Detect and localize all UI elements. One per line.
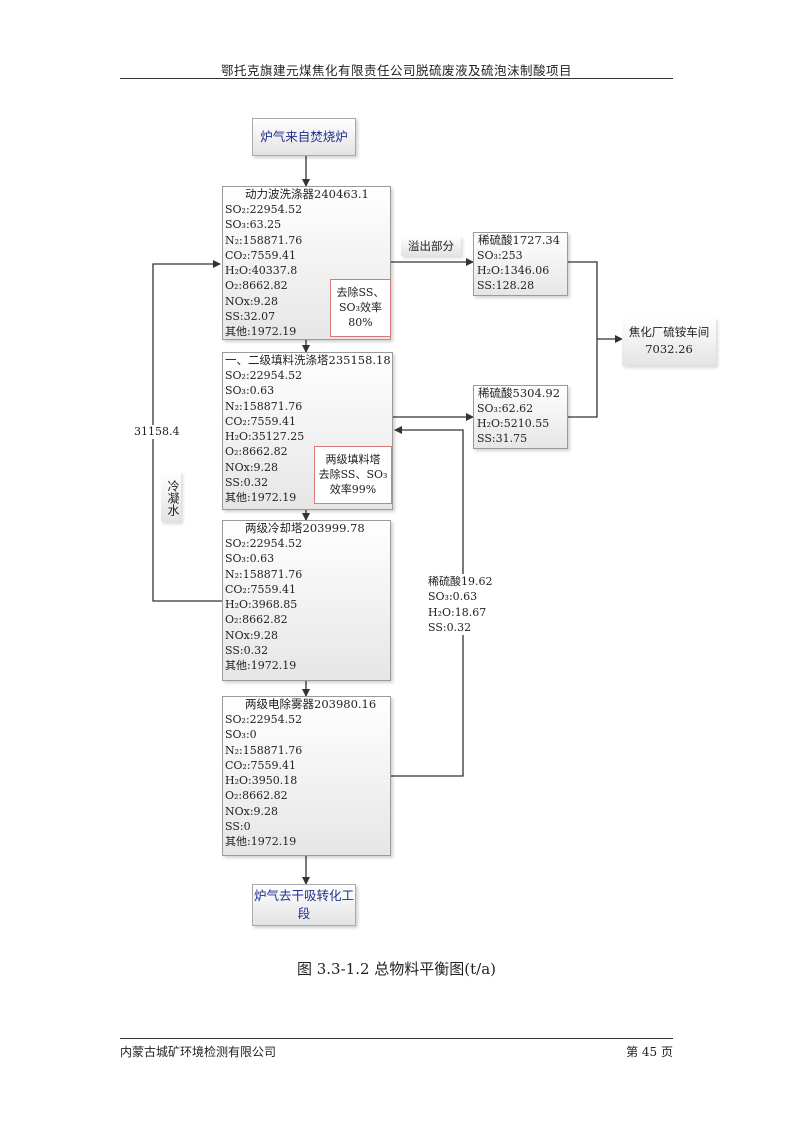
box-title: 一、二级填料洗涤塔235158.18 bbox=[225, 353, 391, 367]
box-line: CO₂:7559.41 bbox=[225, 758, 297, 772]
box-line: CO₂:7559.41 bbox=[225, 248, 297, 262]
footer-company: 内蒙古城矿环境检测有限公司 bbox=[120, 1045, 277, 1059]
figure-caption: 图 3.3-1.2 总物料平衡图(t/a) bbox=[296, 960, 497, 978]
box-line: SO₃:0 bbox=[225, 728, 257, 742]
box-line: N₂:158871.76 bbox=[225, 233, 303, 247]
box-title: 两级电除雾器203980.16 bbox=[245, 697, 377, 711]
box-line: 其他:1972.19 bbox=[225, 491, 297, 505]
dilute-acid-box-2: 稀硫酸5304.92 SO₃:62.62 H₂O:5210.55 SS:31.7… bbox=[473, 385, 568, 449]
box-line: 其他:1972.19 bbox=[225, 325, 297, 339]
side-line: H₂O:5210.55 bbox=[477, 417, 550, 430]
box-line: SS:0 bbox=[225, 820, 251, 834]
acid-merge-line bbox=[568, 261, 598, 418]
box-line: CO₂:7559.41 bbox=[225, 582, 297, 596]
overflow-label: 溢出部分 bbox=[401, 236, 461, 256]
box-line: SO₃:63.25 bbox=[225, 218, 282, 232]
note-line: 去除SS、 bbox=[336, 286, 385, 299]
removal-note-scrubber: 去除SS、 SO₃效率 80% bbox=[330, 279, 391, 337]
condensate-label: 冷凝水 bbox=[161, 472, 181, 522]
removal-note-packed-tower: 两级填料塔 去除SS、SO₃ 效率99% bbox=[314, 446, 392, 504]
end-node-label: 炉气去干吸转化工段 bbox=[253, 888, 354, 921]
box-line: SO₃:0.63 bbox=[225, 384, 275, 398]
recycle-line: SS:0.32 bbox=[428, 620, 472, 634]
box-line: N₂:158871.76 bbox=[225, 567, 303, 581]
box-line: SS:0.32 bbox=[225, 644, 269, 658]
side-line: SO₃:62.62 bbox=[477, 402, 534, 415]
recycle-title: 稀硫酸19.62 bbox=[428, 575, 493, 588]
box-line: SO₃:0.63 bbox=[225, 552, 275, 566]
box-line: O₂:8662.82 bbox=[225, 613, 288, 627]
dilute-acid-box-1: 稀硫酸1727.34 SO₃:253 H₂O:1346.06 SS:128.28 bbox=[473, 232, 568, 296]
process-box-demister: 两级电除雾器203980.16 SO₂:22954.52 SO₃:0 N₂:15… bbox=[222, 696, 391, 856]
end-node: 炉气去干吸转化工段 bbox=[252, 884, 356, 926]
side-line: SS:31.75 bbox=[477, 432, 528, 445]
box-line: NOx:9.28 bbox=[225, 294, 279, 308]
box-line: 其他:1972.19 bbox=[225, 659, 297, 673]
box-line: SO₂:22954.52 bbox=[225, 713, 303, 726]
box-line: NOx:9.28 bbox=[225, 804, 279, 818]
destination-ammonium-workshop: 焦化厂硫铵车间 7032.26 bbox=[622, 318, 716, 366]
box-line: NOx:9.28 bbox=[225, 460, 279, 474]
side-title: 稀硫酸5304.92 bbox=[478, 386, 561, 400]
box-line: CO₂:7559.41 bbox=[225, 414, 297, 428]
process-box-packed-tower: 一、二级填料洗涤塔235158.18 SO₂:22954.52 SO₃:0.63… bbox=[222, 352, 393, 510]
box-line: H₂O:3968.85 bbox=[225, 598, 298, 612]
destination-value: 7032.26 bbox=[645, 342, 693, 356]
footer-page-number: 第 45 页 bbox=[626, 1045, 673, 1059]
note-line: 80% bbox=[348, 316, 373, 329]
box-line: SO₂:22954.52 bbox=[225, 537, 303, 550]
box-line: H₂O:35127.25 bbox=[225, 430, 305, 444]
box-line: N₂:158871.76 bbox=[225, 743, 303, 757]
note-line: 效率99% bbox=[329, 483, 377, 496]
box-line: SO₂:22954.52 bbox=[225, 203, 303, 216]
box-line: H₂O:40337.8 bbox=[225, 264, 298, 278]
recycle-acid-label: 稀硫酸19.62 SO₃:0.63 H₂O:18.67 SS:0.32 bbox=[428, 574, 493, 636]
box-title: 动力波洗涤器240463.1 bbox=[245, 187, 369, 201]
process-box-cooling-tower: 两级冷却塔203999.78 SO₂:22954.52 SO₃:0.63 N₂:… bbox=[222, 520, 391, 681]
condensate-value: 31158.4 bbox=[134, 425, 180, 439]
destination-name: 焦化厂硫铵车间 bbox=[628, 325, 710, 339]
header-rule bbox=[120, 78, 673, 79]
footer-rule bbox=[120, 1038, 673, 1039]
start-node: 炉气来自焚烧炉 bbox=[252, 118, 356, 156]
box-title: 两级冷却塔203999.78 bbox=[245, 521, 365, 535]
box-line: NOx:9.28 bbox=[225, 628, 279, 642]
document-header-title: 鄂托克旗建元煤焦化有限责任公司脱硫废液及硫泡沫制酸项目 bbox=[220, 63, 572, 78]
box-line: O₂:8662.82 bbox=[225, 789, 288, 803]
box-line: O₂:8662.82 bbox=[225, 445, 288, 459]
start-node-label: 炉气来自焚烧炉 bbox=[260, 129, 348, 144]
box-line: SS:0.32 bbox=[225, 476, 269, 490]
note-line: 去除SS、SO₃ bbox=[318, 468, 388, 481]
side-title: 稀硫酸1727.34 bbox=[478, 233, 561, 247]
side-line: H₂O:1346.06 bbox=[477, 264, 550, 277]
recycle-line: SO₃:0.63 bbox=[428, 590, 478, 604]
box-line: N₂:158871.76 bbox=[225, 399, 303, 413]
side-line: SO₃:253 bbox=[477, 249, 523, 262]
box-line: SS:32.07 bbox=[225, 310, 276, 324]
box-line: H₂O:3950.18 bbox=[225, 774, 298, 788]
box-line: SO₂:22954.52 bbox=[225, 369, 303, 382]
box-line: 其他:1972.19 bbox=[225, 835, 297, 849]
note-line: 两级填料塔 bbox=[325, 453, 381, 466]
recycle-line: H₂O:18.67 bbox=[428, 605, 487, 619]
box-line: O₂:8662.82 bbox=[225, 279, 288, 293]
note-line: SO₃效率 bbox=[339, 301, 382, 314]
side-line: SS:128.28 bbox=[477, 279, 535, 292]
